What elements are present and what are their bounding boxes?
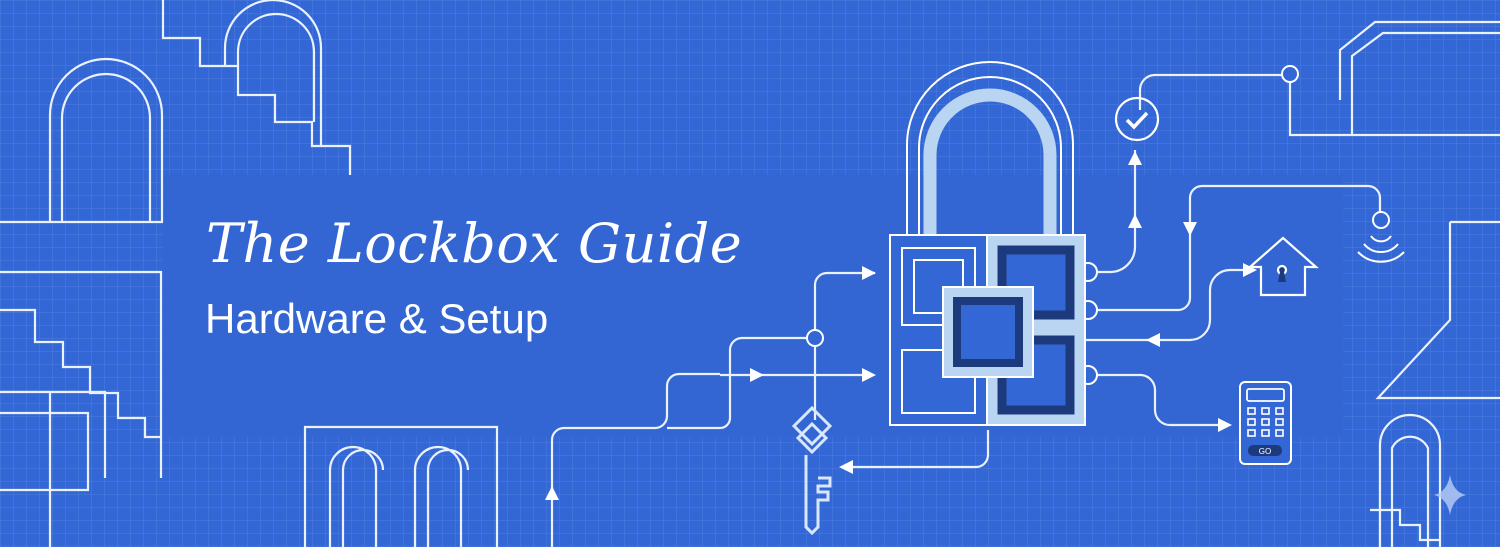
wireless-signal-icon — [1357, 235, 1405, 263]
title-panel — [163, 175, 1343, 437]
banner-subtitle: Hardware & Setup — [205, 295, 549, 342]
sparkle-icon — [1434, 475, 1466, 515]
checkmark-circle-icon — [1114, 96, 1160, 142]
key-icon — [791, 405, 833, 536]
padlock-icon — [889, 61, 1086, 426]
keypad-icon: GO — [1239, 381, 1292, 465]
keypad-go-label: GO — [1259, 447, 1271, 456]
house-keyhole-icon — [1247, 236, 1319, 297]
banner-title: The Lockbox Guide — [206, 212, 743, 275]
